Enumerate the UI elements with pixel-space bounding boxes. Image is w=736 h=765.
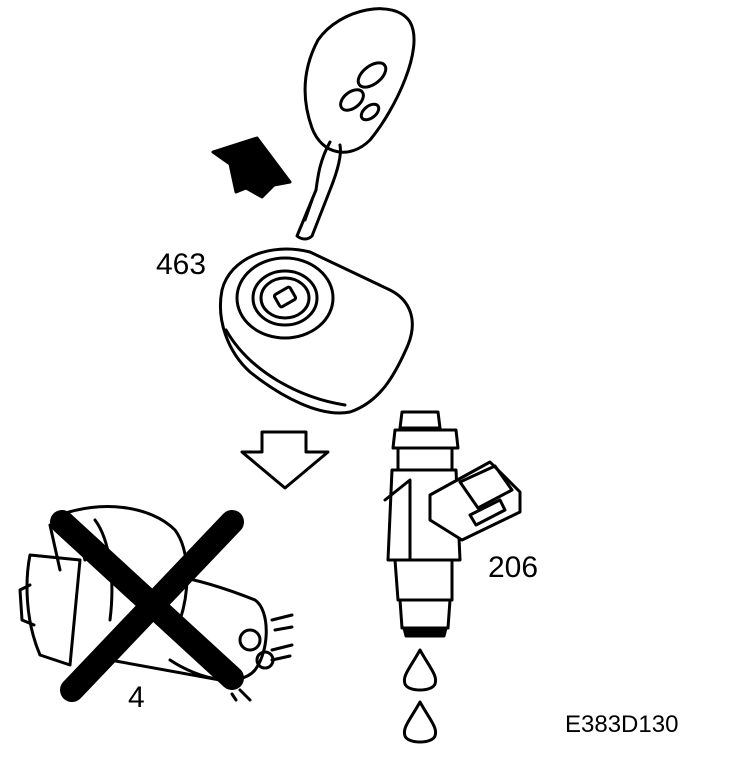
down-arrow-icon xyxy=(240,430,330,490)
fuel-injector-icon xyxy=(383,410,522,638)
figure-reference: E383D130 xyxy=(565,711,679,738)
cross-mark-icon xyxy=(50,510,244,702)
callout-ignition-switch: 463 xyxy=(156,248,207,281)
key-fob-icon xyxy=(295,7,416,241)
callout-injector: 206 xyxy=(488,551,539,584)
up-arrow-icon xyxy=(211,136,292,199)
ignition-switch-icon xyxy=(218,247,414,415)
fuel-drop-icon xyxy=(402,648,438,744)
starter-motor-icon xyxy=(18,505,294,702)
callout-starter-motor: 4 xyxy=(128,681,145,714)
